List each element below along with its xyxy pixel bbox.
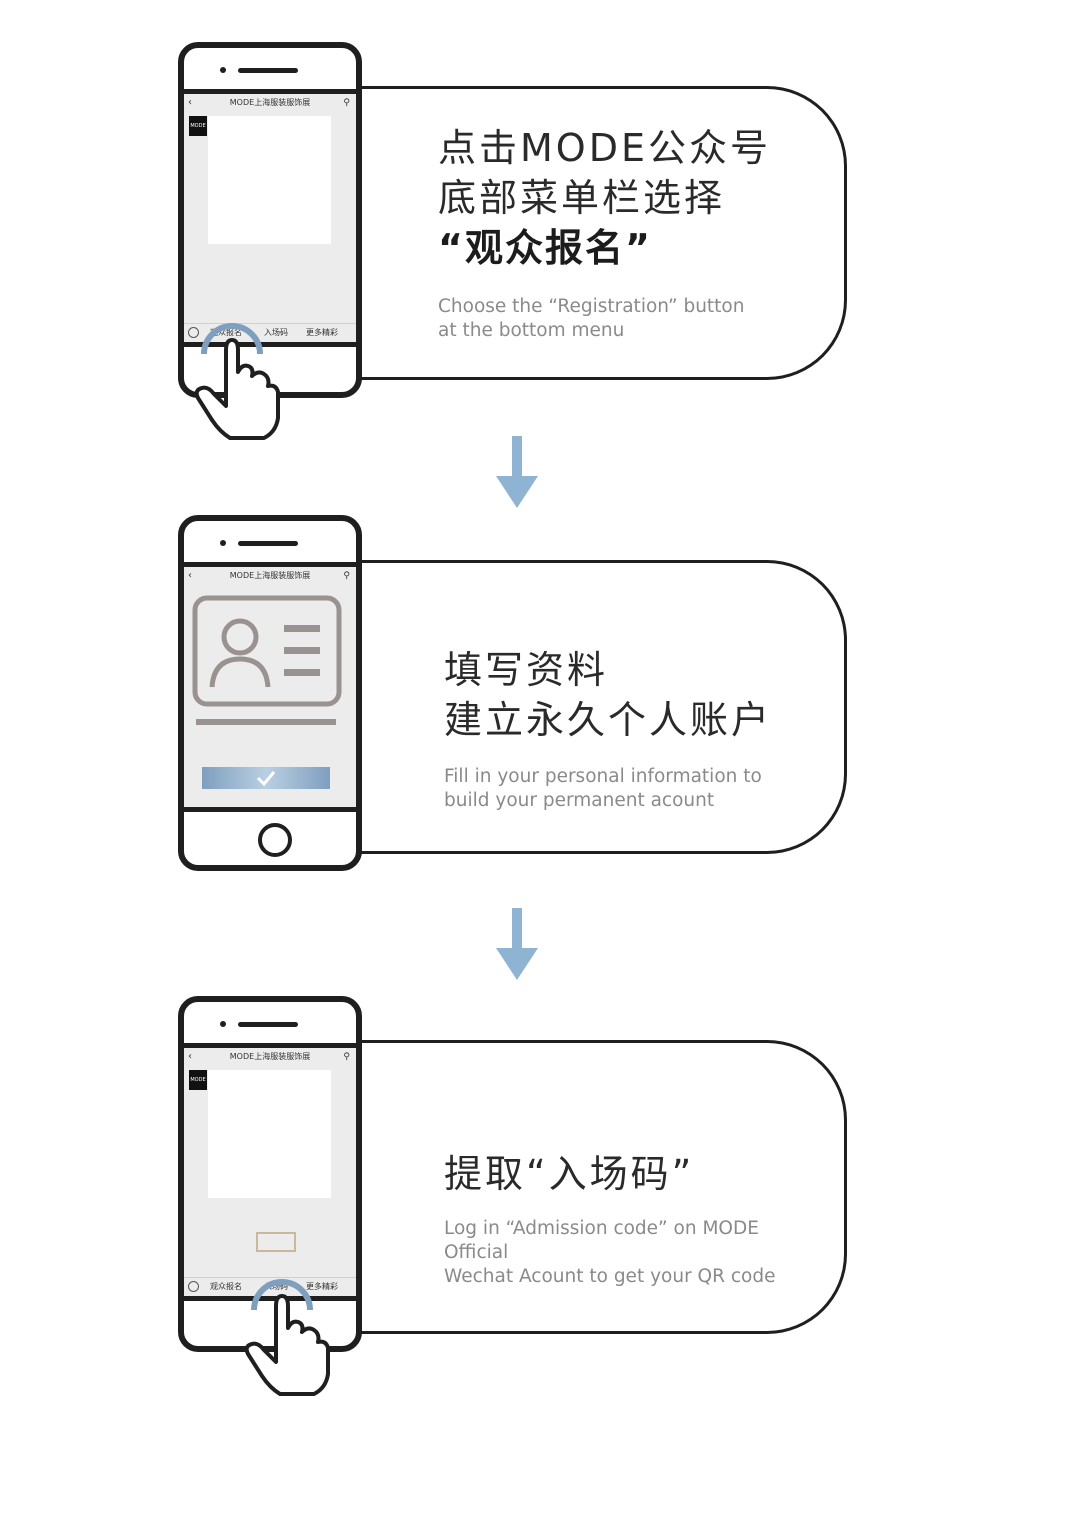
back-icon[interactable]: ‹ [188, 570, 192, 581]
step-1-en-text: Choose the “Registration” button at the … [438, 295, 824, 343]
step-2-en-line-1: Fill in your personal information to [444, 766, 762, 787]
nav-title: MODE上海服装服饰展 [229, 571, 311, 580]
step-1-zh-line-1: 点击MODE公众号 [438, 126, 771, 170]
step-2-screen: ‹ MODE上海服装服饰展 ⚲ [184, 562, 356, 812]
user-icon[interactable]: ⚲ [343, 98, 350, 108]
menu-item-registration[interactable]: 观众报名 [210, 1282, 242, 1291]
step-2-en-line-2: build your permanent acount [444, 790, 715, 811]
message-card [208, 116, 331, 244]
user-icon[interactable]: ⚲ [343, 571, 350, 581]
step-2-phone: ‹ MODE上海服装服饰展 ⚲ [178, 515, 362, 871]
id-card-icon [192, 595, 342, 725]
speaker-icon [238, 1022, 298, 1027]
down-arrow-icon [496, 908, 538, 980]
speaker-icon [238, 68, 298, 73]
down-arrow-icon [496, 436, 538, 508]
mode-logo-icon: MODE [189, 1070, 207, 1090]
home-button [258, 823, 292, 857]
step-2-zh-line-2: 建立永久个人账户 [444, 698, 773, 742]
mode-logo-icon: MODE [189, 116, 207, 136]
step-3-en-line-2: Wechat Acount to get your QR code [444, 1266, 776, 1287]
step-1: 点击MODE公众号 底部菜单栏选择 “观众报名” Choose the “Reg… [0, 0, 1080, 440]
nav-bar: ‹ MODE上海服装服饰展 ⚲ [184, 1048, 356, 1066]
keyboard-icon[interactable] [188, 1281, 199, 1292]
menu-item-admission-code[interactable]: 入场码 [264, 328, 288, 337]
step-1-card: 点击MODE公众号 底部菜单栏选择 “观众报名” Choose the “Reg… [350, 86, 847, 380]
message-card [208, 1070, 331, 1198]
step-3-phone: ‹ MODE上海服装服饰展 ⚲ MODE 观众报名 入场码 更多精彩 [178, 996, 362, 1352]
camera-icon [220, 540, 226, 546]
step-3-card: 提取“入场码” Log in “Admission code” on MODE … [350, 1040, 847, 1334]
nav-title: MODE上海服装服饰展 [229, 1052, 311, 1061]
nav-bar: ‹ MODE上海服装服饰展 ⚲ [184, 567, 356, 585]
camera-icon [220, 67, 226, 73]
step-1-screen: ‹ MODE上海服装服饰展 ⚲ MODE 观众报名 入场码 更多精彩 [184, 89, 356, 347]
step-3-en-line-1: Log in “Admission code” on MODE Official [444, 1218, 759, 1263]
step-2-en-text: Fill in your personal information to bui… [444, 765, 824, 813]
step-3-screen: ‹ MODE上海服装服饰展 ⚲ MODE 观众报名 入场码 更多精彩 [184, 1043, 356, 1301]
speaker-icon [238, 541, 298, 546]
user-icon[interactable]: ⚲ [343, 1052, 350, 1062]
menu-item-more[interactable]: 更多精彩 [306, 1282, 338, 1291]
step-2-card: 填写资料 建立永久个人账户 Fill in your personal info… [350, 560, 847, 854]
submit-button[interactable] [202, 767, 330, 789]
step-2-zh-line-1: 填写资料 [444, 648, 609, 692]
step-1-en-line-2: at the bottom menu [438, 320, 625, 341]
check-icon [256, 771, 276, 786]
step-1-zh-line-2: 底部菜单栏选择 [438, 176, 726, 220]
tap-hand-icon [194, 323, 280, 440]
menu-item-registration[interactable]: 观众报名 [210, 328, 242, 337]
nav-title: MODE上海服装服饰展 [229, 98, 311, 107]
menu-item-more[interactable]: 更多精彩 [306, 328, 338, 337]
step-3-zh-line-1: 提取“入场码” [444, 1152, 695, 1196]
camera-icon [220, 1021, 226, 1027]
qr-code-placeholder [256, 1232, 296, 1252]
step-3: 提取“入场码” Log in “Admission code” on MODE … [0, 0, 1080, 1396]
step-1-en-line-1: Choose the “Registration” button [438, 296, 745, 317]
tap-hand-icon [244, 1279, 330, 1396]
step-1-zh-highlight: “观众报名” [438, 226, 652, 270]
menu-item-admission-code[interactable]: 入场码 [264, 1282, 288, 1291]
back-icon[interactable]: ‹ [188, 1051, 192, 1062]
step-1-phone: ‹ MODE上海服装服饰展 ⚲ MODE 观众报名 入场码 更多精彩 [178, 42, 362, 398]
step-3-en-text: Log in “Admission code” on MODE Official… [444, 1217, 824, 1289]
step-2: 填写资料 建立永久个人账户 Fill in your personal info… [0, 0, 1080, 871]
back-icon[interactable]: ‹ [188, 97, 192, 108]
nav-bar: ‹ MODE上海服装服饰展 ⚲ [184, 94, 356, 112]
keyboard-icon[interactable] [188, 327, 199, 338]
